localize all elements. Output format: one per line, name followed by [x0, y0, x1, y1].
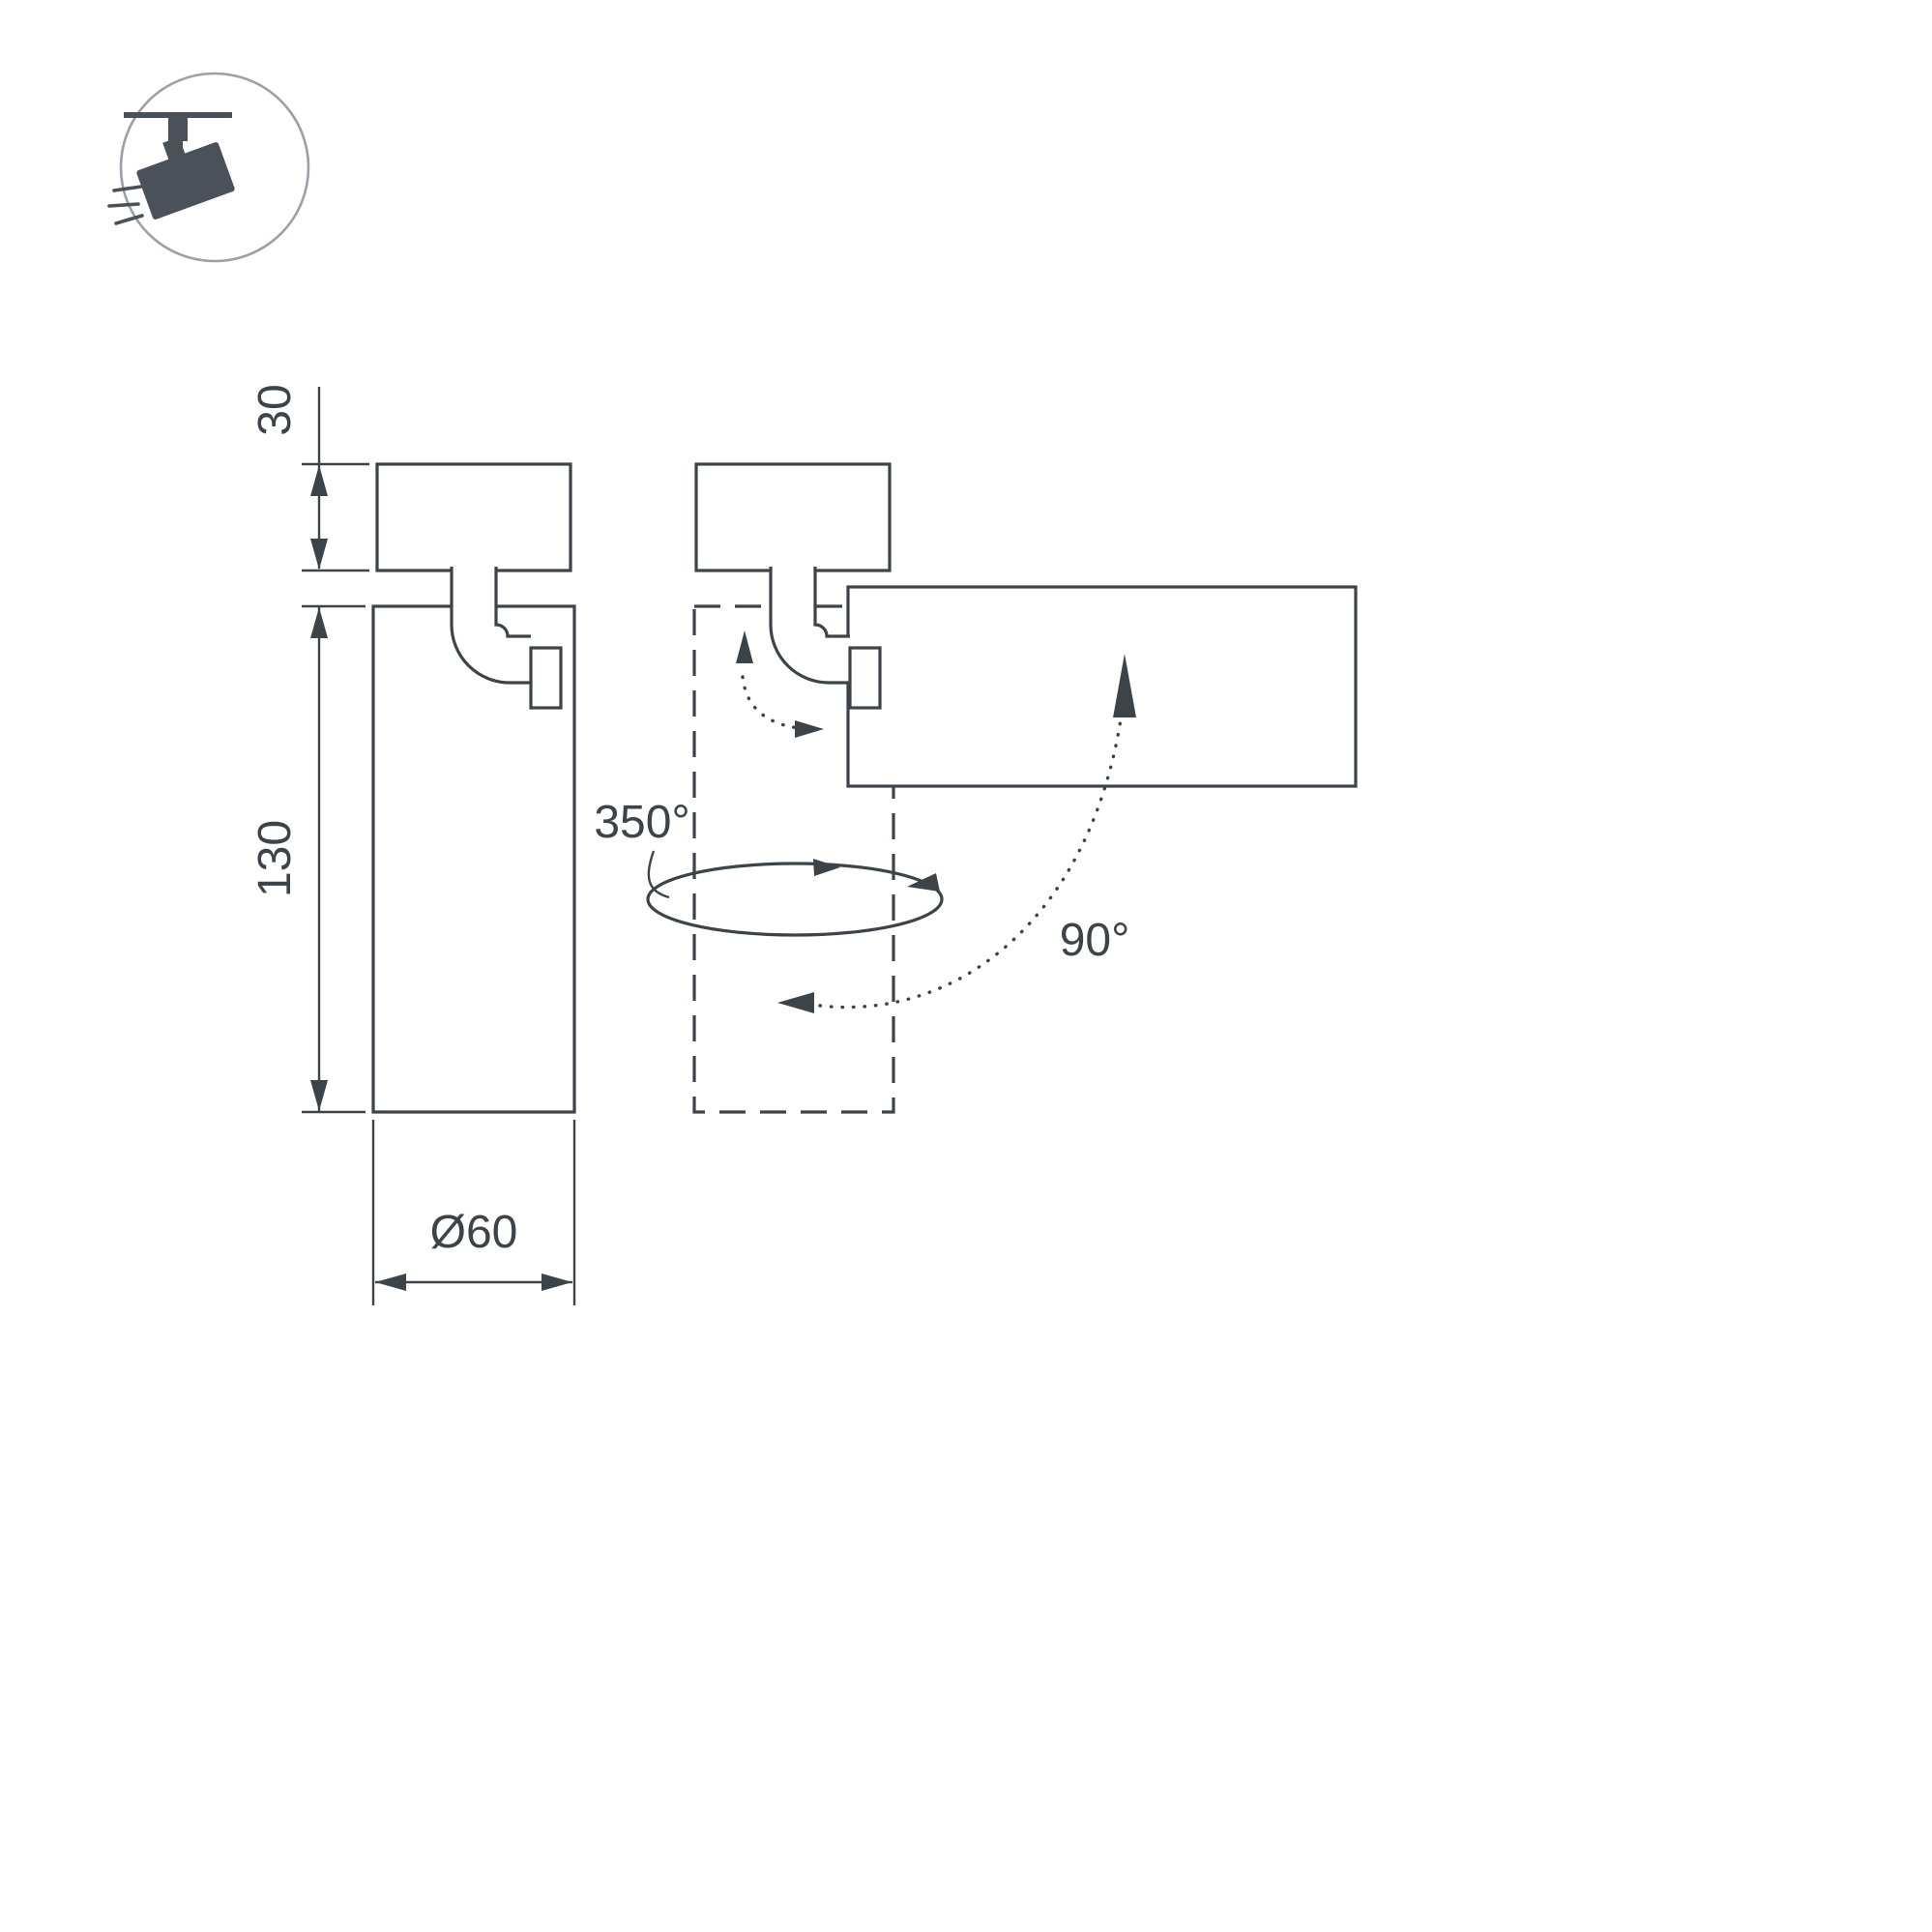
arrowhead-up-icon — [736, 630, 753, 663]
icon-ray-2 — [107, 202, 140, 208]
dimension-cap-height: 30 — [249, 384, 369, 572]
mount-cap — [375, 462, 572, 572]
arrowhead-right-icon — [813, 859, 840, 876]
dimension-diameter: Ø60 — [371, 1120, 576, 1305]
swivel-ellipse — [646, 862, 944, 937]
rotation-label-tilt: 90° — [1060, 915, 1130, 966]
arrowhead-right-icon — [542, 1273, 572, 1291]
icon-light-rays — [107, 185, 144, 225]
dimension-body-height: 130 — [249, 604, 366, 1114]
front-view — [371, 462, 576, 1114]
tilt-rotation-indicator: 90° — [777, 654, 1136, 1013]
arrowhead-left-icon — [777, 992, 814, 1013]
dimension-label-30: 30 — [249, 384, 301, 435]
tilt-direction-indicator — [736, 630, 824, 738]
arrowhead-left-icon — [375, 1273, 406, 1291]
rotation-label-swivel: 350° — [594, 797, 689, 848]
icon-spotlight-rect — [136, 142, 235, 220]
product-icon — [107, 72, 310, 263]
swivel-arm-outline — [450, 567, 531, 685]
mount-cap-rotated-view — [694, 462, 892, 572]
arm-flange — [529, 646, 563, 710]
arrowhead-right-icon — [795, 720, 824, 738]
icon-spotlight-body — [136, 136, 235, 220]
swivel-arm-fill — [771, 567, 850, 683]
icon-spotlight-joint — [162, 136, 186, 161]
swivel-arm-outline — [769, 567, 850, 685]
icon-ray-3 — [114, 214, 144, 225]
arrowhead-up-icon — [310, 465, 328, 496]
icon-ray-1 — [112, 185, 143, 192]
dimension-label-diameter: Ø60 — [430, 1207, 518, 1258]
arrowhead-up-icon — [1113, 654, 1136, 717]
icon-track-mount — [168, 115, 188, 141]
arm-flange — [848, 646, 882, 710]
rotated-view — [692, 462, 1358, 1114]
swivel-rotation-indicator: 350° — [594, 797, 944, 937]
swivel-leader-line — [647, 850, 670, 899]
tilt-small-arc — [741, 675, 812, 731]
tilt-arc — [818, 717, 1123, 1010]
arrowhead-down-icon — [310, 539, 328, 570]
swivel-arm-fill — [452, 567, 531, 683]
arrowhead-down-icon — [310, 1080, 328, 1111]
dimension-label-130: 130 — [249, 820, 301, 897]
arrowhead-up-icon — [310, 607, 328, 638]
arrowhead-left-icon — [907, 873, 940, 892]
lamp-body-rotated — [846, 585, 1358, 788]
